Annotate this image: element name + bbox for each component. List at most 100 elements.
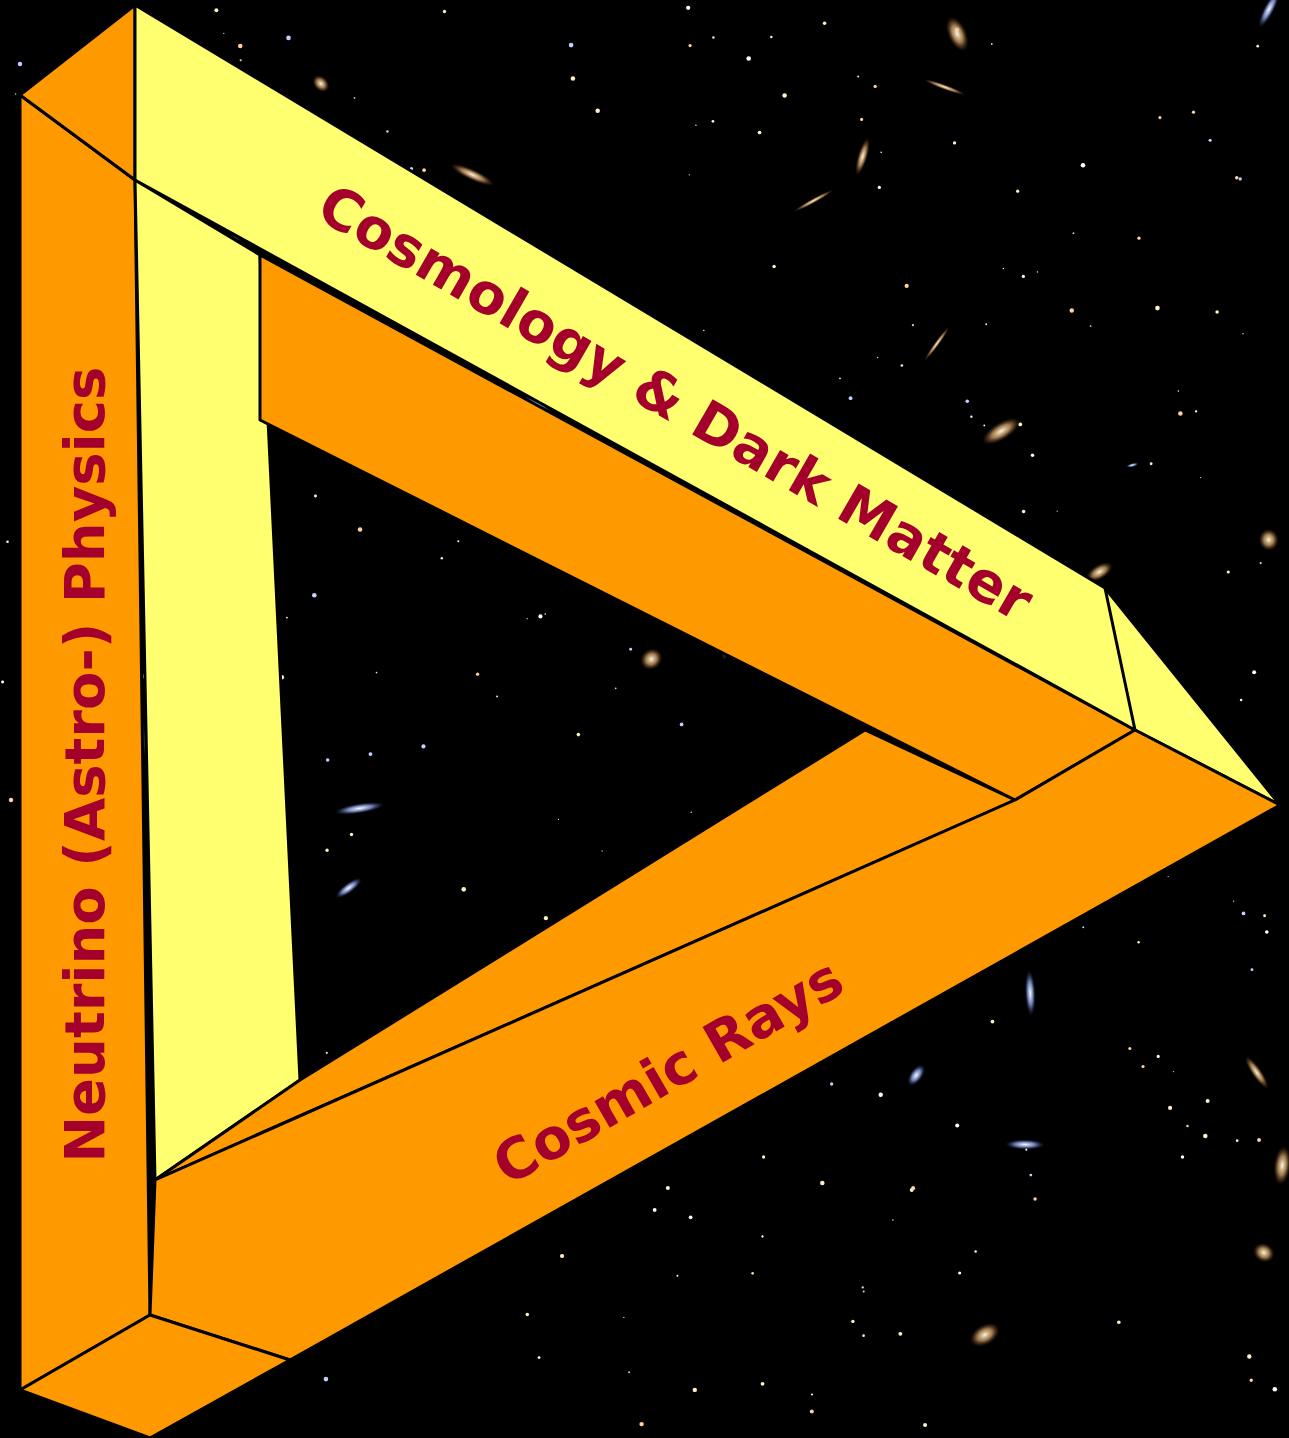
- star: [1173, 1071, 1174, 1072]
- star: [857, 75, 859, 77]
- star: [983, 424, 985, 426]
- star: [1137, 236, 1140, 239]
- star: [1256, 45, 1259, 48]
- star: [1260, 562, 1262, 564]
- star: [314, 494, 317, 497]
- galaxy: [636, 644, 667, 674]
- star: [1186, 1125, 1188, 1127]
- star: [18, 62, 22, 66]
- star: [912, 324, 914, 326]
- star: [1257, 1138, 1261, 1142]
- galaxy: [904, 1062, 929, 1089]
- star: [1240, 699, 1243, 702]
- galaxy: [1272, 1145, 1289, 1185]
- star: [358, 527, 363, 532]
- star: [1117, 1320, 1121, 1324]
- star: [1203, 1134, 1208, 1139]
- star: [286, 36, 291, 41]
- star: [923, 1423, 927, 1427]
- star: [991, 43, 993, 45]
- star: [527, 618, 528, 619]
- star: [1263, 914, 1266, 917]
- star: [1242, 912, 1246, 916]
- star: [1273, 1387, 1278, 1392]
- star: [629, 648, 632, 651]
- star: [326, 1052, 328, 1054]
- star: [880, 151, 882, 153]
- star: [571, 76, 576, 81]
- galaxy: [793, 188, 835, 214]
- star: [851, 1320, 854, 1323]
- star: [862, 1286, 864, 1288]
- star: [601, 850, 602, 851]
- galaxy: [309, 72, 332, 95]
- star: [666, 1186, 670, 1190]
- star: [1150, 462, 1153, 465]
- star: [544, 916, 548, 920]
- galaxy: [1255, 0, 1283, 30]
- star: [441, 557, 443, 559]
- star: [240, 59, 242, 61]
- star: [693, 1388, 697, 1392]
- galaxy: [334, 800, 385, 818]
- star: [1022, 510, 1026, 514]
- star: [712, 36, 714, 38]
- star: [386, 130, 388, 132]
- star: [577, 733, 581, 737]
- beam-band: Cosmology & Dark Matter: [299, 165, 1052, 640]
- star: [770, 36, 772, 38]
- star: [595, 108, 600, 113]
- star: [639, 1422, 643, 1426]
- star: [1168, 876, 1169, 877]
- star: [830, 1082, 833, 1085]
- star: [688, 44, 691, 47]
- star: [422, 168, 426, 172]
- star: [898, 1332, 902, 1336]
- star: [1022, 275, 1025, 278]
- star: [1252, 670, 1256, 674]
- star: [9, 798, 13, 802]
- star: [354, 97, 356, 99]
- star: [538, 614, 542, 618]
- galaxy: [1258, 528, 1280, 552]
- star: [1090, 325, 1092, 327]
- beam-band: Neutrino (Astro-) Physics: [50, 359, 120, 1171]
- star: [911, 1186, 915, 1190]
- star: [970, 415, 972, 417]
- star: [457, 540, 459, 542]
- star: [1192, 111, 1195, 114]
- beam-label: Cosmic Rays: [483, 947, 853, 1196]
- star: [823, 21, 827, 25]
- star: [1029, 1174, 1032, 1177]
- left-beam-cap: [20, 5, 135, 180]
- galaxy: [1005, 1139, 1044, 1150]
- star: [677, 1275, 679, 1277]
- star: [1200, 477, 1201, 478]
- star: [6, 540, 9, 543]
- star: [1157, 1055, 1160, 1058]
- star: [985, 323, 987, 325]
- star: [680, 723, 684, 727]
- star: [905, 284, 909, 288]
- star: [1235, 176, 1239, 180]
- star: [326, 758, 330, 762]
- star: [820, 1181, 824, 1185]
- galaxy: [941, 13, 973, 54]
- star: [772, 265, 775, 268]
- star: [1033, 1197, 1036, 1200]
- star: [376, 672, 378, 674]
- galaxy: [922, 325, 951, 362]
- beam-label: Neutrino (Astro-) Physics: [54, 367, 116, 1163]
- star: [1251, 968, 1254, 971]
- beam-edge: [1105, 588, 1135, 730]
- star: [615, 687, 617, 689]
- star: [421, 744, 425, 748]
- star: [560, 1254, 564, 1258]
- star: [1031, 453, 1034, 456]
- star: [1082, 926, 1084, 928]
- star: [690, 812, 692, 814]
- star: [286, 617, 288, 619]
- star: [862, 1334, 865, 1337]
- star: [1233, 900, 1234, 901]
